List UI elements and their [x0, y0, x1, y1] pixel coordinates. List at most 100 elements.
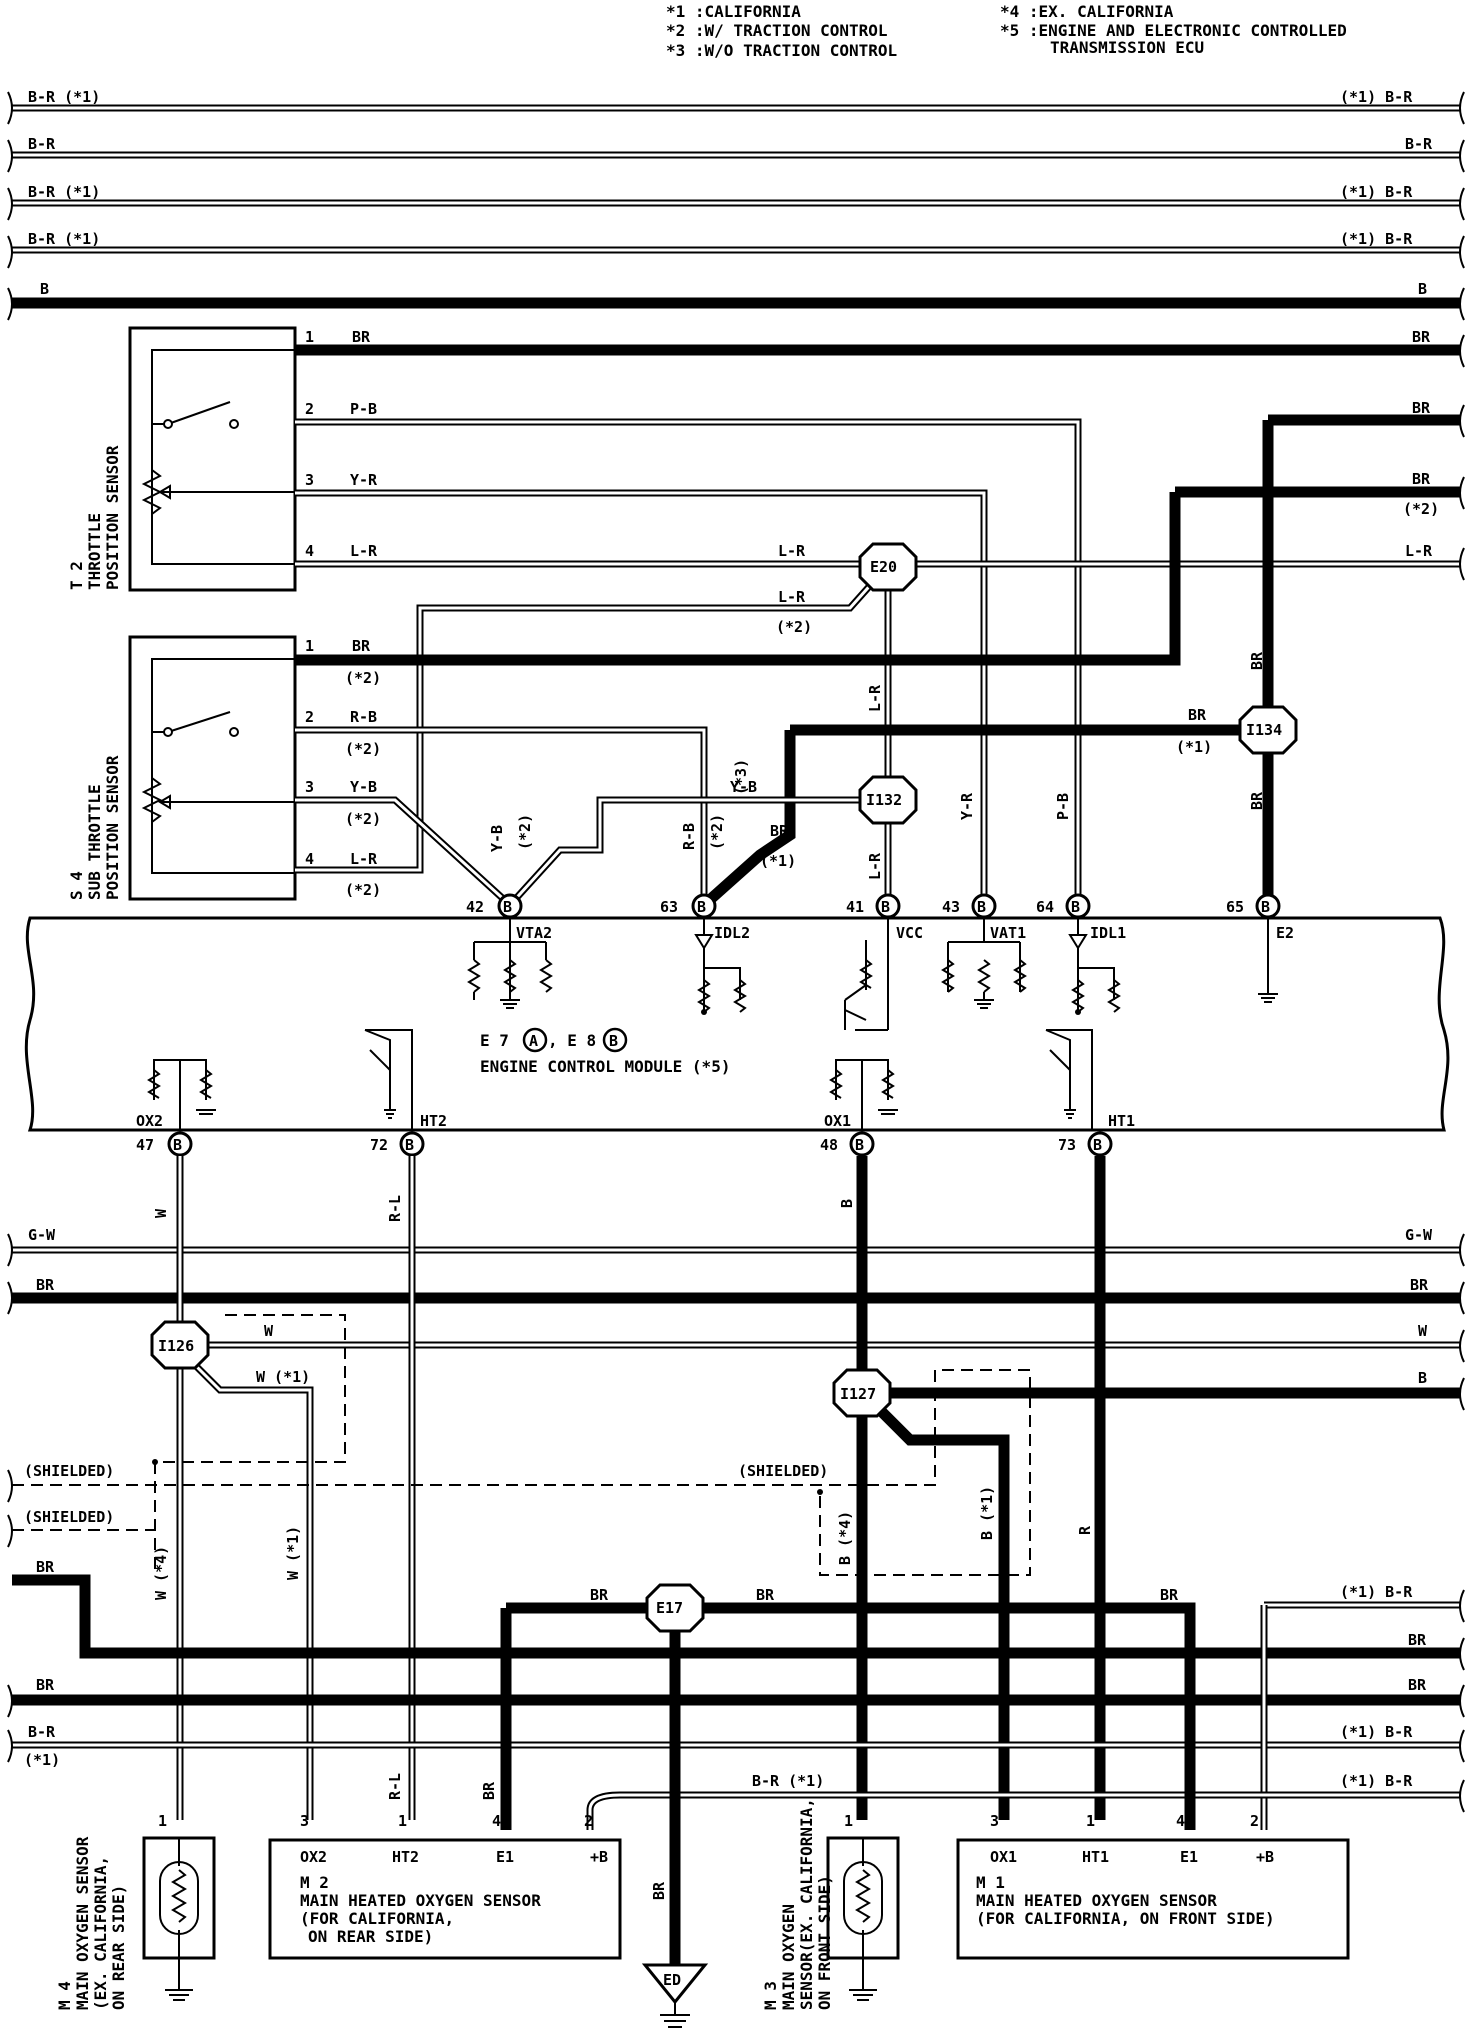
junction-i134-label: I134: [1246, 721, 1282, 739]
m4-name-b: MAIN OXYGEN SENSOR: [73, 1836, 92, 2010]
br-lower-1: [12, 1574, 1460, 1659]
m2-heated-oxygen-sensor: 3 1 4 2 OX2 HT2 E1 +B M 2 MAIN HEATED OX…: [268, 1812, 622, 1960]
w1-wire: [187, 1357, 314, 1820]
m2-name-ht2: HT2: [392, 1848, 419, 1866]
ecm-pin-43: 43: [942, 898, 960, 916]
t2-wire-4: L-R: [350, 542, 378, 560]
lower-labels: G-W G-W BR BR W W W (*1) B (SHIELDED) (S…: [24, 1195, 1433, 1900]
lbl-shield-1: (SHIELDED): [24, 1462, 114, 1480]
lbl-rb-v: R-B: [680, 823, 698, 850]
m3-pin: 1: [844, 1812, 853, 1830]
right-br-1: BR: [1412, 328, 1431, 346]
m2-pin-2: 2: [584, 1812, 593, 1830]
bus-label-1r: (*1) B-R: [1340, 88, 1413, 106]
junctions-top: E20 I132 I134: [858, 542, 1298, 825]
lbl-br-row2-l: BR: [36, 1676, 55, 1694]
m1-pin-3: 3: [990, 1812, 999, 1830]
lbl-br-row3-l: B-R: [28, 1723, 56, 1741]
m3-name-d: ON FRONT SIDE): [815, 1875, 834, 2010]
junction-i126-label: I126: [158, 1337, 194, 1355]
m4-pin: 1: [158, 1812, 167, 1830]
m1-name-plusb: +B: [1256, 1848, 1274, 1866]
t2-wire-3: Y-R: [350, 471, 378, 489]
svg-text:B: B: [405, 1136, 414, 1154]
m4-name-a: M 4: [55, 1981, 74, 2010]
note-2: *2 :W/ TRACTION CONTROL: [666, 21, 888, 40]
t2-throttle-sensor: 1 2 3 4 BR P-B Y-R L-R T 2 THROTTLE POSI…: [67, 326, 378, 592]
m2-name-plusb: +B: [590, 1848, 608, 1866]
lbl-yb-v: Y-B: [488, 825, 506, 852]
junction-i126: [150, 1320, 210, 1370]
junction-i132-label: I132: [866, 791, 902, 809]
ed-label: ED: [663, 1971, 681, 1989]
s4-sub-throttle-sensor: 1 2 3 4 BR R-B Y-B L-R (*2) (*2) (*2) (*…: [67, 635, 381, 901]
right-labels: BR BR BR (*2) L-R: [1403, 328, 1439, 560]
svg-text:B: B: [697, 898, 706, 916]
ecm-pin-73: 73: [1058, 1136, 1076, 1154]
lbl-star3: (*3): [732, 759, 750, 795]
s4-pin-3: 3: [305, 778, 314, 796]
s4-name-b: SUB THROTTLE: [85, 784, 104, 900]
m2-name-ox2: OX2: [300, 1848, 327, 1866]
lbl-lr-v2: L-R: [866, 852, 884, 880]
lbl-yr-v: Y-R: [958, 792, 976, 820]
lbl-br-v1: BR: [1248, 651, 1266, 670]
ecm-name-ht1: HT1: [1108, 1112, 1135, 1130]
m1-pin-4: 4: [1176, 1812, 1185, 1830]
bus-label-3l: B-R (*1): [28, 183, 100, 201]
lbl-rl-v: R-L: [386, 1195, 404, 1222]
junction-e17-label: E17: [656, 1599, 683, 1617]
note-5b: TRANSMISSION ECU: [1050, 38, 1204, 57]
lbl-br-l: BR: [36, 1276, 55, 1294]
ecm-title-b: ENGINE CONTROL MODULE (*5): [480, 1057, 730, 1076]
ecm-pin-65: 65: [1226, 898, 1244, 916]
b1-wire: [871, 1401, 1010, 1820]
m2-pin-1: 1: [398, 1812, 407, 1830]
lbl-star2-c: (*2): [708, 814, 726, 850]
lbl-gw-l: G-W: [28, 1226, 56, 1244]
ecm-name-vat1: VAT1: [990, 924, 1026, 942]
m4-name-d: ON REAR SIDE): [109, 1885, 128, 2010]
lbl-r-v: R: [1076, 1525, 1094, 1535]
ecm-pin-63: 63: [660, 898, 678, 916]
t2-name-b: THROTTLE: [85, 513, 104, 590]
junction-i132: [858, 775, 918, 825]
t2-pin-2: 2: [305, 400, 314, 418]
svg-text:B: B: [1261, 898, 1270, 916]
junction-i127-label: I127: [840, 1385, 876, 1403]
t2-pin-4: 4: [305, 542, 314, 560]
lbl-star1-b: (*1): [1176, 738, 1212, 756]
right-lr: L-R: [1405, 542, 1433, 560]
e17-br-wire: [506, 1602, 1196, 1830]
ecm-name-ox2: OX2: [136, 1112, 163, 1130]
ecm-name-idl2: IDL2: [714, 924, 750, 942]
bus-label-2r: B-R: [1405, 135, 1433, 153]
lbl-lr-v: L-R: [866, 684, 884, 712]
ecm-name-ht2: HT2: [420, 1112, 447, 1130]
lbl-br-h: BR: [770, 822, 789, 840]
m1-pin-1: 1: [1086, 1812, 1095, 1830]
br-to-63: [700, 730, 796, 910]
s4-yb-wire-a: [295, 796, 513, 908]
note-5a: *5 :ENGINE AND ELECTRONIC CONTROLLED: [1000, 21, 1347, 40]
ecm-pin-47: 47: [136, 1136, 154, 1154]
lbl-star1-a: (*1): [760, 852, 796, 870]
note-3: *3 :W/O TRACTION CONTROL: [666, 41, 897, 60]
svg-text:B: B: [855, 1136, 864, 1154]
lbl-br-row1-r: BR: [1408, 1631, 1427, 1649]
m2-title-c: (FOR CALIFORNIA,: [300, 1909, 454, 1928]
ecm-conn-b: B: [609, 1032, 618, 1050]
ecm-pin-41: 41: [846, 898, 864, 916]
s4-pin-4: 4: [305, 850, 314, 868]
lbl-br-b: BR: [590, 1586, 609, 1604]
ecm-name-ox1: OX1: [824, 1112, 851, 1130]
m2-pin-4: 4: [492, 1812, 501, 1830]
lbl-yb-h: Y-B: [730, 778, 757, 796]
lbl-w1: W (*1): [256, 1368, 310, 1386]
lbl-br-v3: BR: [480, 1781, 498, 1800]
s4-wire-4: L-R: [350, 850, 378, 868]
ecm-name-idl1: IDL1: [1090, 924, 1126, 942]
lbl-w1-v: W (*1): [284, 1526, 302, 1580]
